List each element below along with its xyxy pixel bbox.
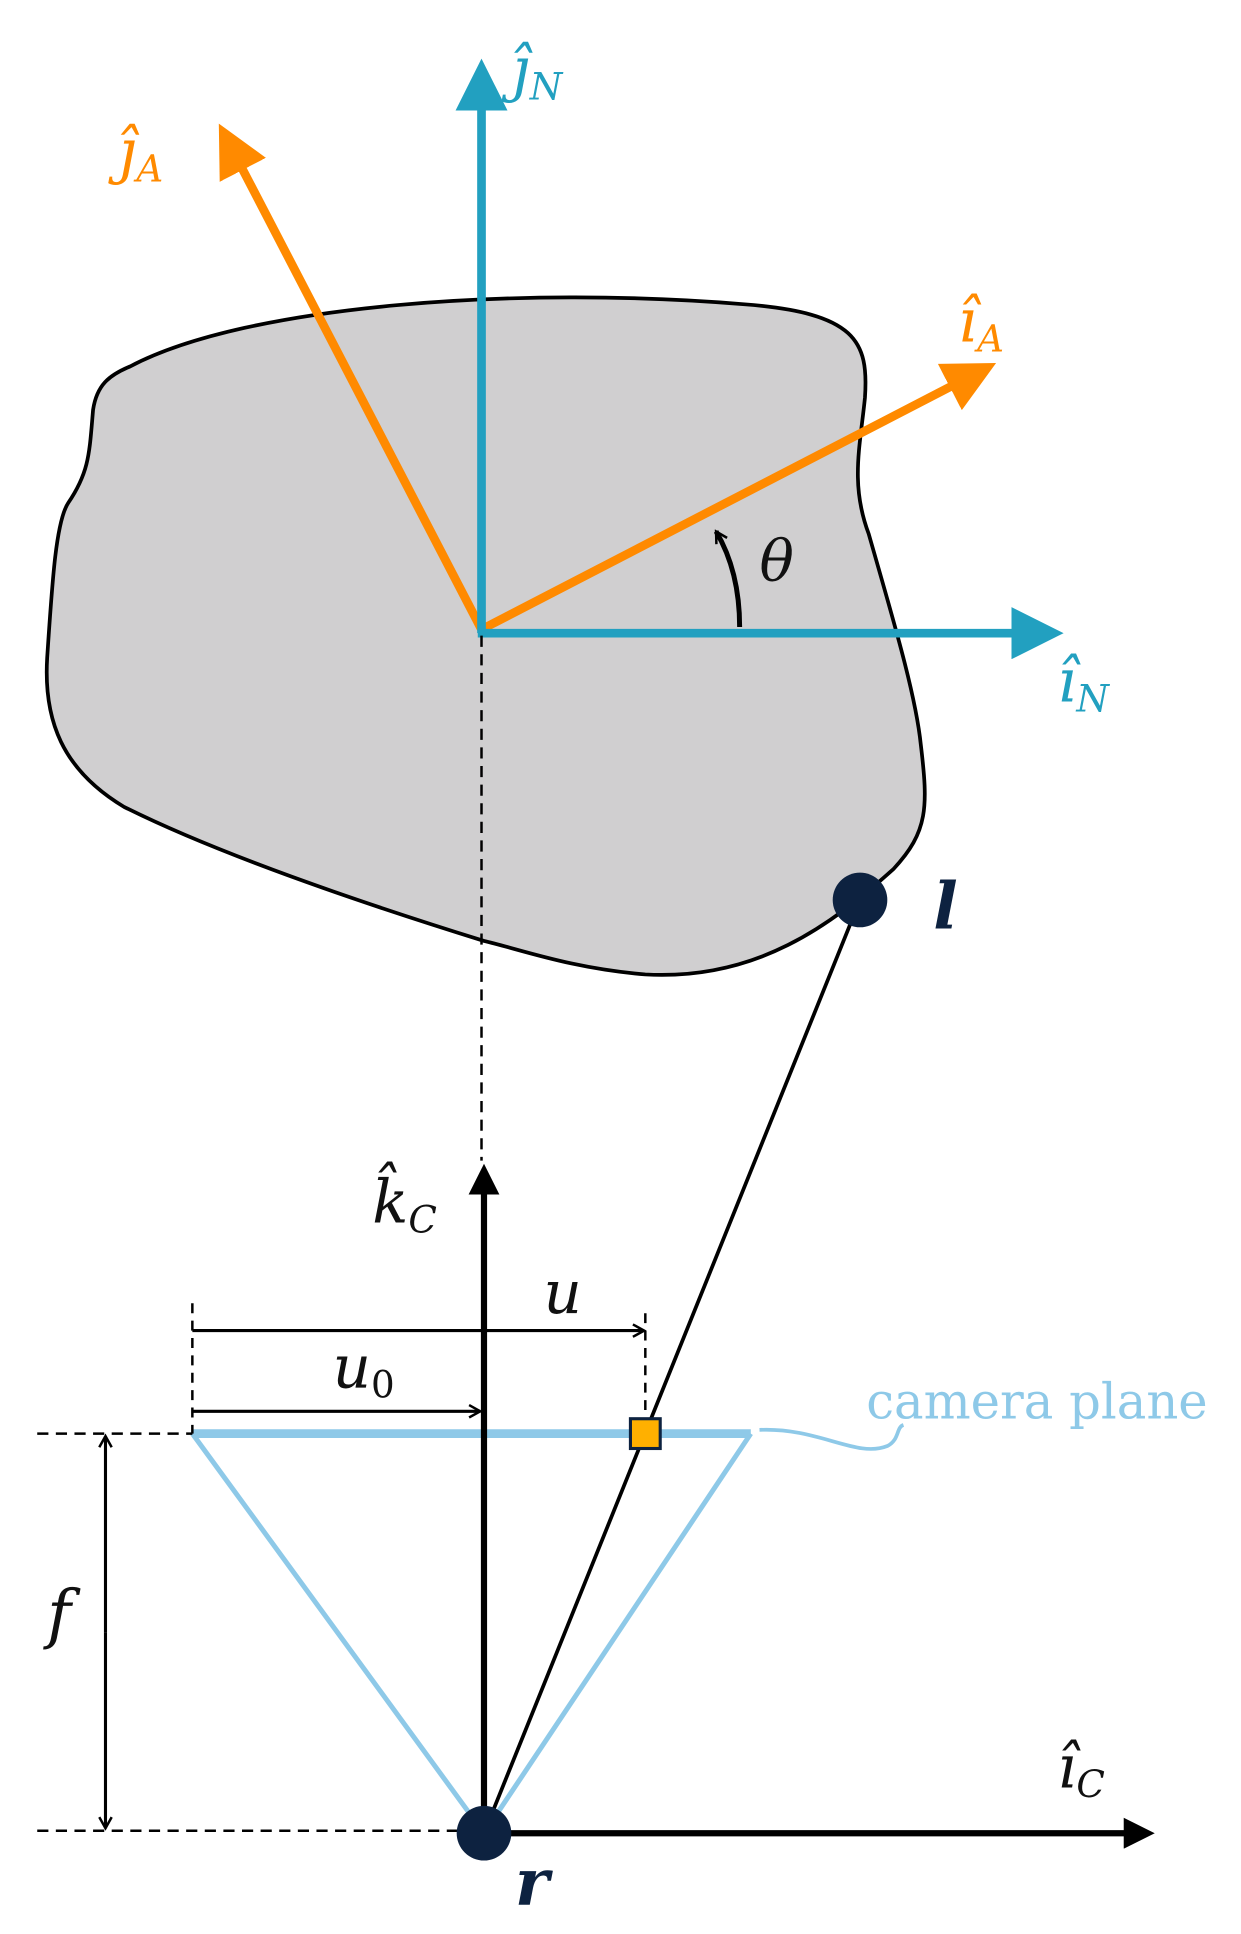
- label-u0: u0: [333, 1334, 395, 1407]
- label-j-N: ĵN: [501, 36, 563, 109]
- label-j-A: ĵA: [108, 118, 163, 191]
- frustum-right-edge: [481, 1432, 753, 1835]
- label-r: r: [515, 1845, 553, 1921]
- label-u: u: [544, 1259, 582, 1328]
- label-theta: θ: [759, 529, 793, 595]
- j-A-axis: [218, 123, 486, 632]
- label-i-N: îN: [1057, 647, 1110, 720]
- theta-arc: [713, 531, 743, 627]
- frustum-left-edge: [190, 1432, 486, 1835]
- label-k-C: k̂C: [372, 1162, 437, 1242]
- camera-plane-leader: [759, 1423, 905, 1451]
- label-f: f: [43, 1577, 81, 1652]
- camera-position-point: [456, 1805, 512, 1861]
- label-camera-plane: camera plane: [866, 1373, 1207, 1431]
- line-of-sight: [482, 899, 862, 1834]
- label-i-C: îC: [1057, 1733, 1105, 1806]
- pixel-marker: [628, 1417, 662, 1451]
- i-A-axis: [479, 363, 997, 634]
- label-i-A: îA: [958, 288, 1004, 361]
- landmark-point: [832, 872, 888, 928]
- label-landmark: l: [933, 869, 958, 945]
